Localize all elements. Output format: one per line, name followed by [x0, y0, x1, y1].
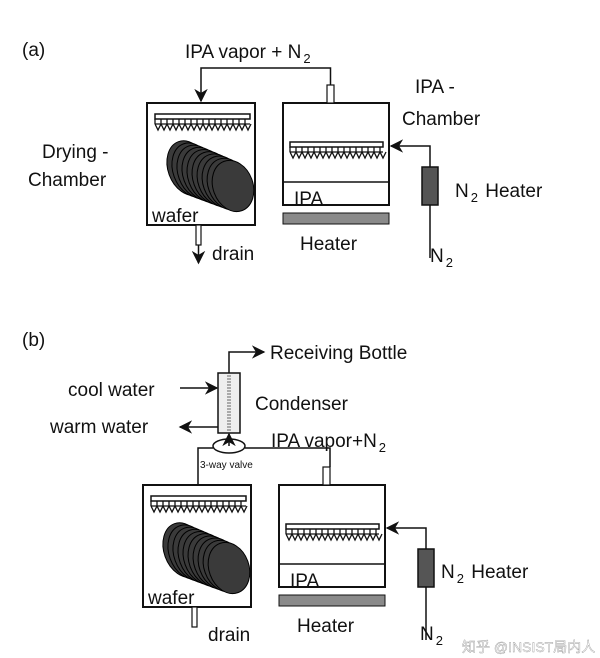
ipa-label: IPA [294, 189, 324, 210]
ipa-spray-nozzles [285, 529, 383, 542]
three-way-valve-label: 3-way valve [200, 460, 253, 471]
panel-b-tag: (b) [22, 330, 45, 351]
heater-plate [282, 212, 390, 225]
drain-pipe [191, 606, 198, 628]
watermark: 知乎 @INSIST局内人 [462, 639, 595, 655]
n2-heater [417, 548, 435, 588]
drying-spray-bar [150, 495, 247, 502]
drain-label-b: drain [208, 625, 250, 646]
heater-label-b: Heater [297, 616, 355, 637]
condenser-label: Condenser [255, 394, 349, 415]
ipa-spray-bar [285, 523, 380, 530]
ipa-label-b: IPA [290, 571, 320, 592]
wafer [207, 541, 251, 595]
ipa-chamber [282, 102, 390, 206]
receiving-bottle-label: Receiving Bottle [270, 343, 407, 364]
panel-b-condenser-shapes [178, 345, 331, 485]
valve-to-drying-pipe [197, 447, 213, 485]
panel-b-shapes [142, 466, 435, 640]
n2-heater [421, 166, 439, 206]
warm-water-label: warm water [49, 417, 149, 438]
drain-pipe [195, 224, 202, 246]
vapor-nozzle [322, 466, 331, 486]
ipa-chamber-label-1: IPA - [415, 77, 455, 98]
wafer [211, 159, 255, 213]
receiving-bottle-arrow [228, 345, 266, 373]
n2-line [385, 521, 427, 640]
wafer-label: wafer [151, 206, 199, 227]
drying-spray-nozzles [154, 119, 252, 132]
heater-label: Heater [300, 234, 358, 255]
drying-chamber-label-2: Chamber [28, 170, 107, 191]
heater-plate [278, 594, 386, 607]
drying-spray-nozzles [150, 501, 248, 514]
ipa-spray-bar [289, 141, 384, 148]
panel-a-tag: (a) [22, 40, 45, 61]
wafer-label-b: wafer [147, 588, 195, 609]
valve-to-ipa-pipe [245, 447, 331, 467]
ipa-spray-nozzles [289, 147, 387, 160]
vapor-pipe [194, 67, 332, 103]
panel-a-shapes [146, 67, 439, 265]
ipa-chamber-label-2: Chamber [402, 109, 481, 130]
ipa-chamber [278, 484, 386, 588]
vapor-nozzle [326, 84, 335, 104]
drying-chamber-label-1: Drying - [42, 142, 109, 163]
drain-label: drain [212, 244, 254, 265]
n2-line [389, 139, 431, 258]
cool-water-label: cool water [68, 380, 155, 401]
drying-spray-bar [154, 113, 251, 120]
